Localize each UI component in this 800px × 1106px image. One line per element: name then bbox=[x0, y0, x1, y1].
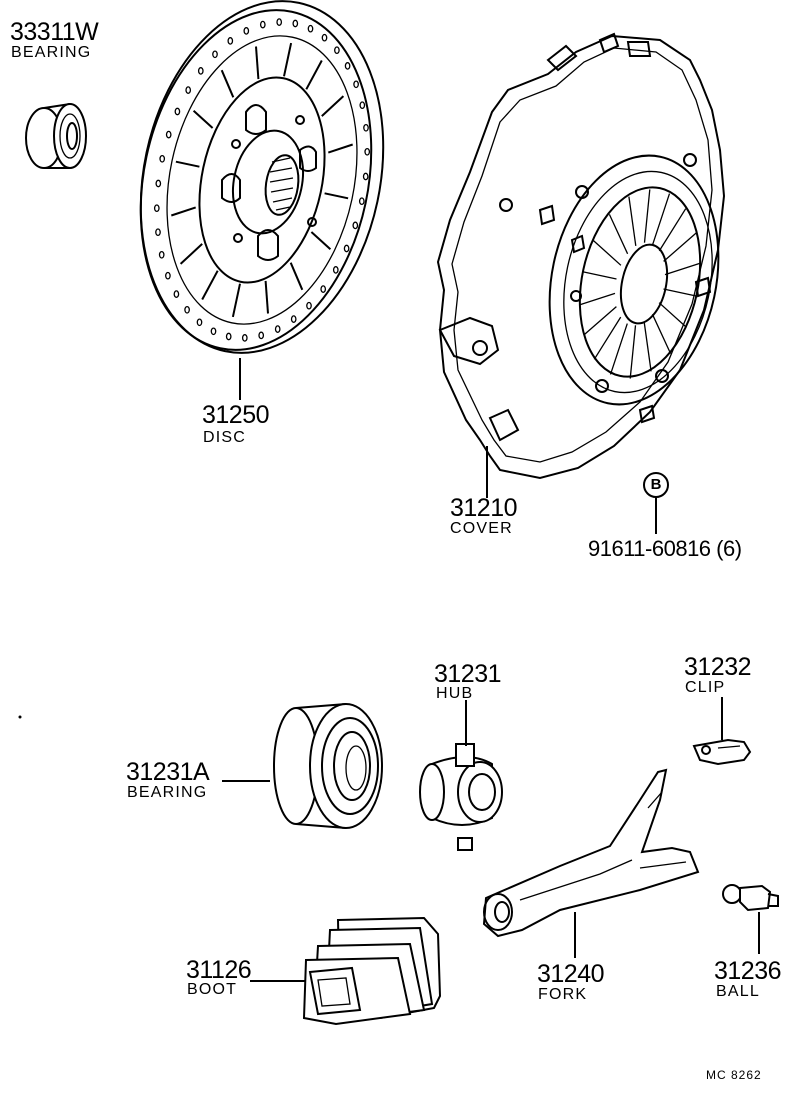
clutch-disc-drawing bbox=[139, 0, 385, 354]
clip-drawing bbox=[692, 738, 752, 766]
part-number-31240: 31240 bbox=[537, 960, 605, 988]
scan-speck bbox=[18, 715, 22, 719]
part-name-hub: HUB bbox=[436, 685, 474, 702]
part-number-31210: 31210 bbox=[450, 494, 518, 522]
part-name-clip: CLIP bbox=[685, 679, 726, 696]
part-name-release-bearing: BEARING bbox=[127, 784, 208, 801]
boot-drawing bbox=[302, 916, 442, 1026]
part-number-bolt: 91611-60816 (6) bbox=[588, 536, 742, 561]
part-number-33311w: 33311W bbox=[10, 18, 99, 46]
bolt-marker-b: B bbox=[643, 472, 669, 498]
hub-drawing bbox=[419, 743, 503, 851]
part-number-31232: 31232 bbox=[684, 653, 752, 681]
part-number-31231: 31231 bbox=[434, 660, 502, 688]
part-name-boot: BOOT bbox=[187, 981, 238, 998]
part-name-bearing: BEARING bbox=[11, 44, 92, 61]
part-number-31126: 31126 bbox=[186, 956, 252, 984]
ball-drawing bbox=[722, 884, 779, 912]
part-name-ball: BALL bbox=[716, 983, 760, 1000]
part-number-31236: 31236 bbox=[714, 957, 782, 985]
part-name-cover: COVER bbox=[450, 520, 513, 537]
clutch-cover-drawing bbox=[436, 32, 726, 480]
pilot-bearing-drawing bbox=[25, 103, 87, 169]
part-name-fork: FORK bbox=[538, 986, 588, 1003]
release-fork-drawing bbox=[482, 768, 700, 938]
part-number-31250: 31250 bbox=[202, 401, 270, 429]
part-number-31231a: 31231A bbox=[126, 758, 210, 786]
part-name-disc: DISC bbox=[203, 429, 247, 446]
release-bearing-drawing bbox=[273, 703, 383, 829]
diagram-code: MC 8262 bbox=[706, 1068, 762, 1082]
